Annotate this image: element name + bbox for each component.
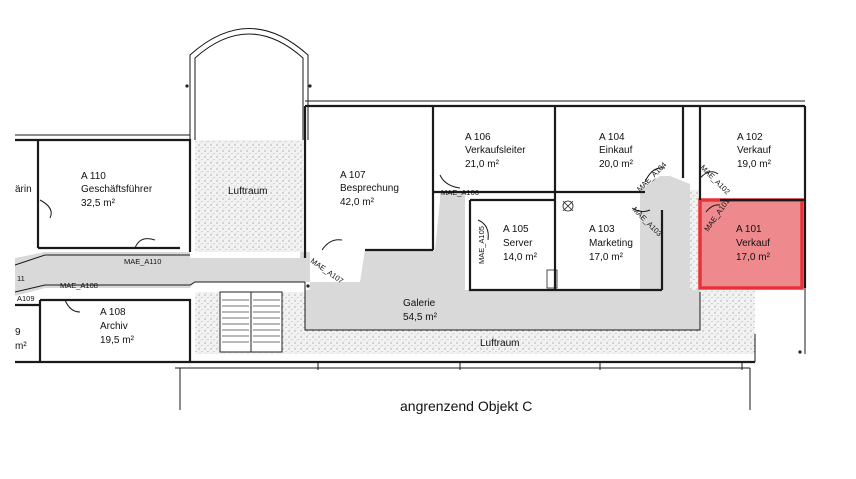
room-a101-id: A 101: [736, 224, 762, 235]
room-a103-name: Marketing: [589, 238, 633, 249]
walls: [14, 100, 807, 410]
room-a110-area: 32,5 m²: [81, 198, 116, 209]
adjacent-object-label: angrenzend Objekt C: [400, 398, 532, 414]
room-a101-highlight[interactable]: [698, 198, 804, 290]
luftraum-lower-label: Luftraum: [480, 338, 519, 349]
room-a107-id: A 107: [340, 170, 366, 181]
door-swings: [39, 167, 721, 313]
room-a105-id: A 105: [503, 224, 529, 235]
door-tag-a102: MAE_A102: [699, 163, 732, 196]
room-a103-area: 17,0 m²: [589, 252, 624, 263]
room-a102-id: A 102: [737, 132, 763, 143]
luftraum-right-hatch: [700, 290, 755, 334]
partial-label-9: 9: [15, 327, 21, 338]
fan-icon: [562, 200, 574, 212]
room-a107-area: 42,0 m²: [340, 197, 375, 208]
room-a106-name: Verkaufsleiter: [465, 145, 526, 156]
luftraum-upper-label: Luftraum: [228, 186, 267, 197]
partial-label-a109: A109: [17, 294, 35, 303]
room-a101[interactable]: A 101 Verkauf 17,0 m²: [736, 224, 771, 263]
room-a101-area: 17,0 m²: [736, 252, 771, 263]
room-a108-id: A 108: [100, 307, 126, 318]
door-tag-a106: MAE_A106: [441, 188, 479, 197]
partial-label-m2: m²: [15, 341, 27, 352]
room-a102[interactable]: A 102 Verkauf 19,0 m²: [737, 132, 772, 170]
room-a104-id: A 104: [599, 132, 625, 143]
door-tag-a108: MAE_A108: [60, 281, 98, 290]
room-a110-name: Geschäftsführer: [81, 184, 153, 195]
staircase: [219, 291, 283, 353]
room-a105-area: 14,0 m²: [503, 252, 538, 263]
room-a108-area: 19,5 m²: [100, 335, 135, 346]
room-a107[interactable]: A 107 Besprechung 42,0 m²: [340, 170, 399, 208]
room-a110[interactable]: A 110 Geschäftsführer 32,5 m²: [81, 171, 153, 209]
room-a104-name: Einkauf: [599, 145, 633, 156]
galerie-main: [305, 290, 700, 330]
partial-label-11: 11: [17, 274, 25, 283]
room-a106-id: A 106: [465, 132, 491, 143]
room-a104[interactable]: A 104 Einkauf 20,0 m²: [599, 132, 634, 170]
galerie-name: Galerie: [403, 298, 436, 309]
room-a108[interactable]: A 108 Archiv 19,5 m²: [100, 307, 135, 346]
room-a106[interactable]: A 106 Verkaufsleiter 21,0 m²: [465, 132, 526, 170]
room-a108-name: Archiv: [100, 321, 128, 332]
luftraum-upper-area: [195, 140, 303, 252]
door-tag-a107: MAE_A107: [309, 256, 345, 285]
room-a102-area: 19,0 m²: [737, 159, 772, 170]
room-a104-area: 20,0 m²: [599, 159, 634, 170]
partial-label-arin: ärin: [15, 184, 32, 195]
room-a107-name: Besprechung: [340, 183, 399, 194]
door-tag-a105: MAE_A105: [477, 226, 486, 264]
room-a105-name: Server: [503, 238, 533, 249]
arched-bay: [194, 33, 304, 140]
room-a105[interactable]: A 105 Server 14,0 m²: [503, 224, 538, 263]
door-tag-a110: MAE_A110: [124, 257, 161, 266]
room-a110-id: A 110: [81, 171, 106, 182]
room-a106-area: 21,0 m²: [465, 159, 500, 170]
room-a103-id: A 103: [589, 224, 615, 235]
room-a102-name: Verkauf: [737, 145, 771, 156]
room-a101-name: Verkauf: [736, 238, 770, 249]
room-a103[interactable]: A 103 Marketing 17,0 m²: [589, 224, 633, 263]
galerie-area: 54,5 m²: [403, 312, 438, 323]
